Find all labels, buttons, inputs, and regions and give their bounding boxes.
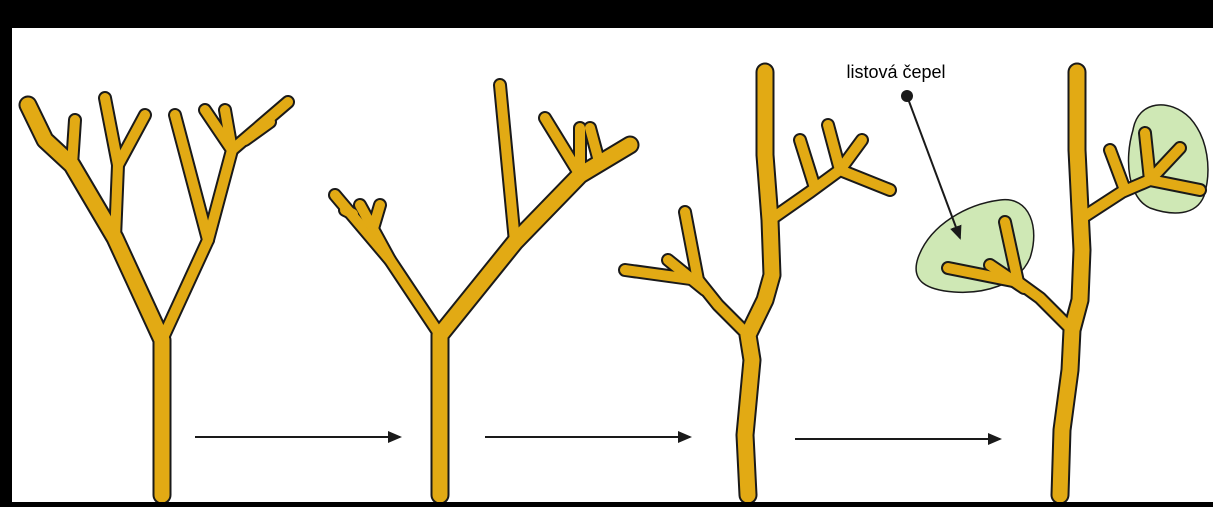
branch xyxy=(1145,133,1150,180)
branch xyxy=(345,210,353,214)
annotation-label: listová čepel xyxy=(846,62,945,82)
branch xyxy=(72,120,75,165)
